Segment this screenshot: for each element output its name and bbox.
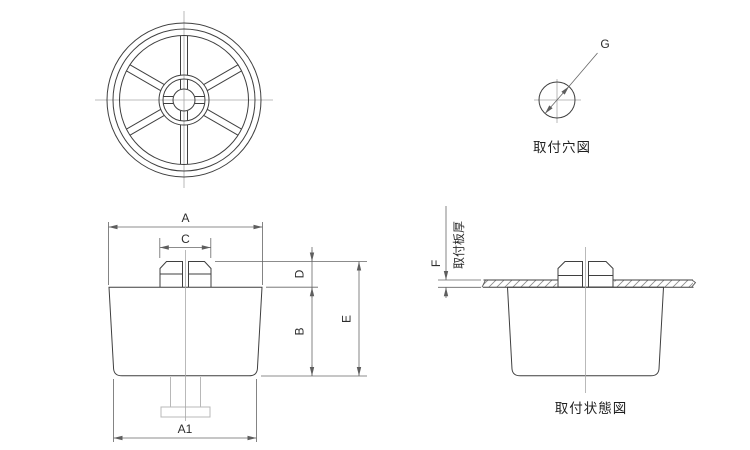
hub-ring-inner-circle bbox=[162, 78, 206, 122]
dim-label-b: B bbox=[293, 327, 307, 335]
inner-wall-circle bbox=[119, 35, 249, 165]
plate-break-right bbox=[691, 279, 697, 288]
snap-prongs bbox=[159, 261, 212, 287]
dim-label-e: E bbox=[340, 315, 354, 323]
plug-body-outline bbox=[108, 286, 263, 377]
dim-label-f: F bbox=[429, 260, 443, 267]
hub-ring-outer-circle bbox=[158, 74, 210, 126]
mounting-hole-circle bbox=[538, 81, 576, 119]
dim-label-a: A bbox=[181, 211, 189, 225]
outer-edge-circle bbox=[106, 22, 262, 178]
plate-thickness-label: 取付板厚 bbox=[452, 221, 466, 269]
mounted-snap-prongs bbox=[557, 261, 614, 288]
dimension-f: F 取付板厚 bbox=[429, 206, 481, 298]
front-view bbox=[95, 11, 273, 188]
spokes bbox=[126, 35, 242, 165]
center-hole-circle bbox=[172, 88, 196, 112]
dimension-c: C bbox=[159, 232, 212, 258]
bottom-edge-circle bbox=[112, 28, 256, 172]
hole-diameter-line bbox=[544, 86, 570, 114]
mounted-view-caption: 取付状態図 bbox=[555, 401, 628, 416]
dim-label-d: D bbox=[293, 269, 307, 278]
hole-leader-line bbox=[568, 52, 598, 87]
dim-label-g: G bbox=[600, 37, 609, 51]
dimension-a: A bbox=[108, 211, 263, 285]
hole-view-caption: 取付穴図 bbox=[533, 140, 591, 155]
dimension-a1: A1 bbox=[113, 379, 257, 442]
dimension-e: E bbox=[340, 261, 362, 376]
hub-stubs bbox=[163, 79, 205, 121]
dim-label-c: C bbox=[181, 232, 190, 246]
side-view: A C A1 D B bbox=[108, 211, 367, 442]
dim-label-a1: A1 bbox=[178, 422, 193, 436]
plate-break-left bbox=[481, 279, 486, 288]
mounted-body-outline bbox=[506, 286, 665, 377]
mounted-state-view: F 取付板厚 取付状態図 bbox=[429, 206, 697, 416]
dimension-d-b: D B bbox=[293, 247, 315, 376]
mounting-hole-view: G 取付穴図 bbox=[533, 37, 610, 155]
